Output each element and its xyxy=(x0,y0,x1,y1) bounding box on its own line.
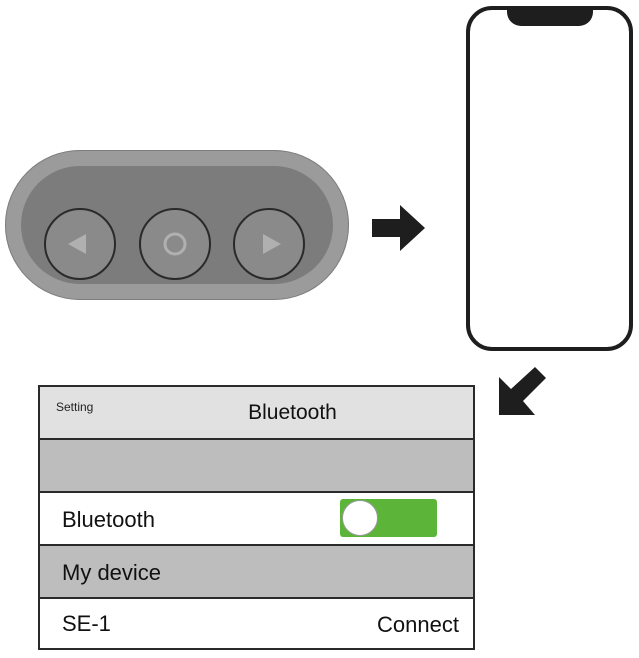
remote-previous-button[interactable] xyxy=(44,208,116,280)
section-label: My device xyxy=(62,560,162,585)
phone-notch xyxy=(507,8,593,26)
device-connect-status[interactable]: Connect xyxy=(377,612,459,637)
my-device-section-header: My device xyxy=(40,546,473,599)
arrow-right-icon xyxy=(372,205,425,251)
arrow-down-left-icon xyxy=(499,367,546,415)
bluetooth-toggle[interactable] xyxy=(340,499,437,537)
bluetooth-row-label: Bluetooth xyxy=(62,507,155,532)
circle-icon xyxy=(163,232,187,256)
remote-next-button[interactable] xyxy=(233,208,305,280)
bluetooth-toggle-row: Bluetooth xyxy=(40,493,473,546)
device-list-item[interactable]: SE-1 Connect xyxy=(40,599,473,648)
triangle-left-icon xyxy=(68,234,86,254)
phone-outline xyxy=(466,6,633,351)
blank-section-row xyxy=(40,440,473,493)
back-setting-link[interactable]: Setting xyxy=(56,400,94,414)
settings-header: Setting Bluetooth xyxy=(40,387,473,440)
toggle-knob xyxy=(342,500,378,536)
page-title: Bluetooth xyxy=(248,401,337,424)
triangle-right-icon xyxy=(263,234,281,254)
remote-play-button[interactable] xyxy=(139,208,211,280)
bluetooth-settings-panel: Setting Bluetooth Bluetooth My device SE… xyxy=(38,385,475,650)
device-name: SE-1 xyxy=(62,611,111,636)
